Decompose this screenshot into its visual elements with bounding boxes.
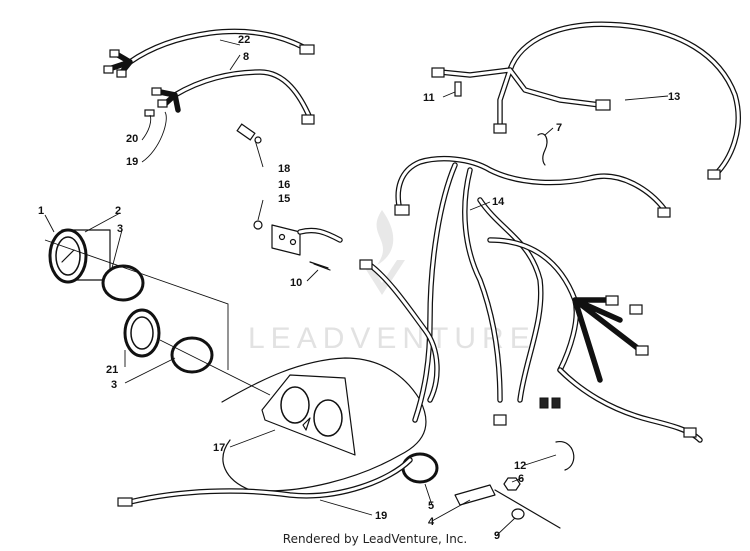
washer-9 (511, 508, 525, 520)
connector (605, 295, 619, 306)
callout-17: 17 (213, 442, 225, 454)
callout-3-lower: 3 (111, 379, 117, 391)
callout-9: 9 (494, 530, 500, 542)
connector (551, 397, 561, 409)
bulb-18 (236, 123, 262, 144)
callout-1: 1 (38, 205, 44, 217)
connector (493, 414, 507, 426)
callout-2: 2 (115, 205, 121, 217)
footer-credit: Rendered by LeadVenture, Inc. (282, 532, 468, 546)
connector (109, 49, 120, 58)
sender-4 (454, 484, 561, 529)
harness-22 (103, 28, 315, 78)
connector (431, 67, 445, 78)
connector (394, 204, 410, 216)
harness-8 (151, 69, 315, 125)
connector (299, 44, 315, 55)
callout-16: 16 (278, 179, 290, 191)
connector (493, 123, 507, 134)
callout-13: 13 (668, 91, 680, 103)
harness-19-lower (117, 457, 413, 507)
callout-15: 15 (278, 193, 290, 205)
connector (539, 397, 549, 409)
connector (151, 87, 162, 96)
connector (707, 169, 721, 180)
connector (117, 497, 133, 507)
gauge-21 (123, 308, 214, 374)
callout-18: 18 (278, 163, 290, 175)
clip-12 (555, 441, 575, 471)
callout-10: 10 (290, 277, 302, 289)
connector (116, 69, 127, 78)
connector (629, 304, 643, 315)
harness-13 (431, 21, 741, 180)
callout-4: 4 (428, 516, 435, 528)
connector (157, 99, 168, 108)
callout-5: 5 (428, 500, 434, 512)
connector (635, 345, 649, 356)
bracket-15 (253, 220, 343, 269)
connector (683, 427, 697, 438)
callout-11: 11 (423, 92, 435, 104)
callout-12: 12 (514, 460, 526, 472)
callout-3: 3 (117, 223, 123, 235)
callout-20: 20 (126, 133, 138, 145)
bulb-11 (454, 81, 462, 97)
connector (657, 207, 671, 218)
callout-7: 7 (556, 122, 562, 134)
gauge-2 (48, 228, 145, 302)
connector (103, 65, 114, 74)
harness-14 (359, 155, 703, 443)
bulb-20 (144, 109, 155, 117)
callout-6: 6 (518, 473, 524, 485)
watermark-text: LEADVENTURE (248, 322, 536, 355)
connector (301, 114, 315, 125)
callout-19: 19 (126, 156, 138, 168)
callout-19-lower: 19 (375, 510, 387, 522)
screw-10 (313, 263, 331, 271)
nut-6 (503, 477, 521, 491)
connector (595, 99, 611, 111)
connector (359, 259, 373, 270)
callout-8: 8 (243, 51, 249, 63)
callout-14: 14 (492, 196, 505, 208)
jumper-7 (537, 133, 548, 166)
callout-21: 21 (106, 364, 118, 376)
callout-22: 22 (238, 34, 250, 46)
